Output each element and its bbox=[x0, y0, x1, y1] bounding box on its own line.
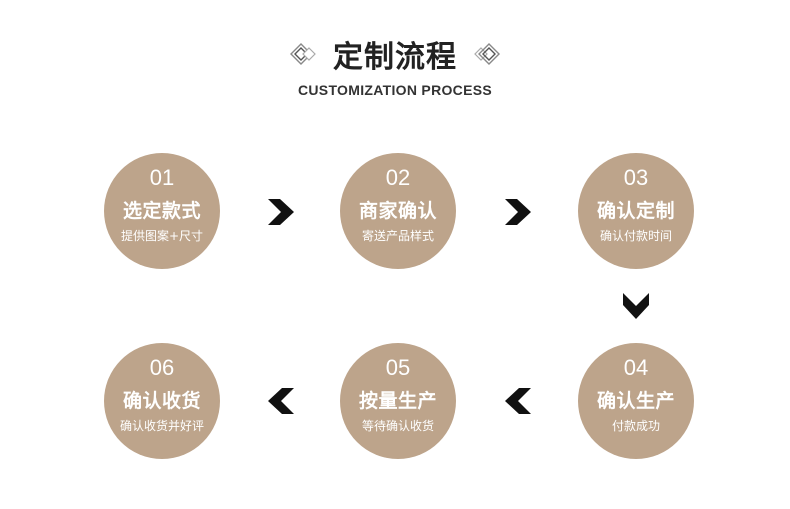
chevron-left-icon bbox=[505, 388, 531, 414]
step-name: 商家确认 bbox=[358, 200, 437, 222]
step-name: 确认生产 bbox=[596, 390, 675, 412]
step-description: 确认付款时间 bbox=[599, 229, 672, 243]
step-number: 03 bbox=[623, 165, 649, 190]
step-name: 选定款式 bbox=[122, 200, 201, 222]
step-05: 05 按量生产 等待确认收货 bbox=[340, 343, 456, 459]
page-subtitle: CUSTOMIZATION PROCESS bbox=[297, 82, 492, 98]
step-description: 付款成功 bbox=[611, 419, 660, 433]
step-description: 提供图案+尺寸 bbox=[120, 229, 204, 243]
chevron-down-icon bbox=[623, 293, 649, 319]
step-06: 06 确认收货 确认收货并好评 bbox=[104, 343, 220, 459]
diamond-ornament-left-icon bbox=[290, 43, 316, 65]
step-01: 01 选定款式 提供图案+尺寸 bbox=[104, 153, 220, 269]
step-number: 05 bbox=[385, 355, 411, 380]
step-number: 01 bbox=[149, 165, 175, 190]
step-description: 寄送产品样式 bbox=[361, 229, 434, 243]
step-name: 按量生产 bbox=[358, 390, 437, 412]
title-row: 定制流程 bbox=[0, 30, 790, 78]
step-number: 02 bbox=[385, 165, 411, 190]
step-02: 02 商家确认 寄送产品样式 bbox=[340, 153, 456, 269]
step-name: 确认收货 bbox=[122, 390, 201, 412]
chevron-left-icon bbox=[268, 388, 294, 414]
chevron-right-icon bbox=[268, 199, 294, 225]
step-description: 等待确认收货 bbox=[361, 419, 434, 433]
step-description: 确认收货并好评 bbox=[119, 419, 204, 433]
step-name: 确认定制 bbox=[596, 200, 675, 222]
page-title: 定制流程 bbox=[333, 40, 457, 75]
step-number: 06 bbox=[149, 355, 175, 380]
step-number: 04 bbox=[623, 355, 649, 380]
step-03: 03 确认定制 确认付款时间 bbox=[578, 153, 694, 269]
diamond-ornament-right-icon bbox=[474, 43, 500, 65]
page-header: 定制流程 CUSTOMIZATION PROCESS bbox=[0, 30, 790, 98]
step-04: 04 确认生产 付款成功 bbox=[578, 343, 694, 459]
chevron-right-icon bbox=[505, 199, 531, 225]
